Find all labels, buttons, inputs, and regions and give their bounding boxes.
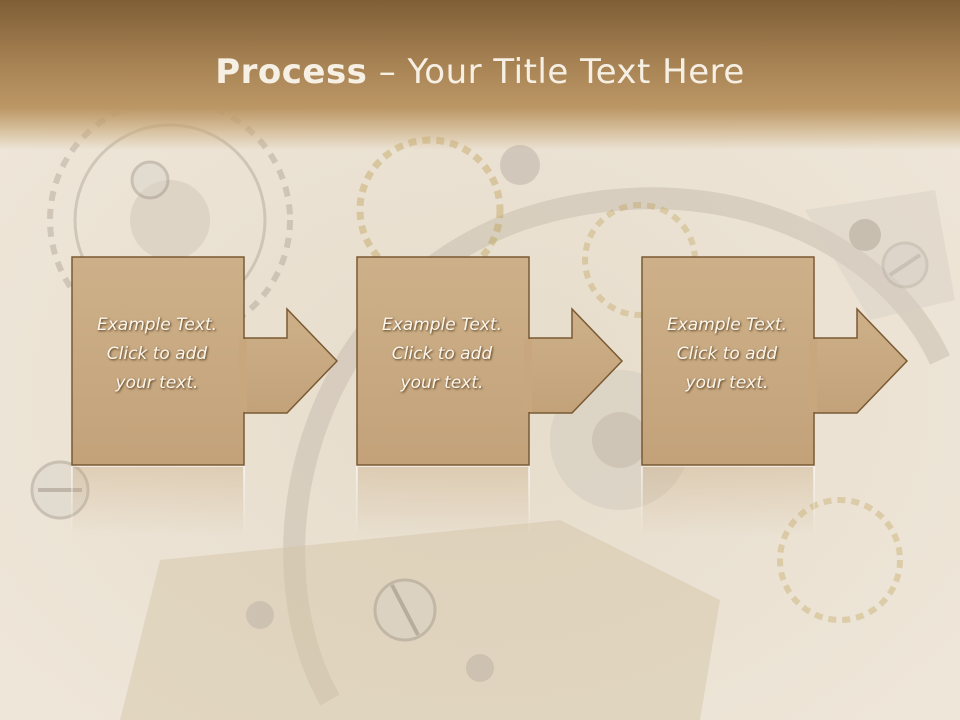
step-3-text[interactable]: Example Text. Click to add your text. — [642, 311, 812, 398]
step-3-line-1: Example Text. — [666, 315, 788, 335]
step-1-line-2: Click to add — [106, 344, 208, 364]
step-1-joint — [239, 339, 247, 412]
step-1[interactable] — [71, 256, 339, 537]
step-2-line-2: Click to add — [391, 344, 493, 364]
step-3-line-3: your text. — [685, 373, 769, 393]
title-bold: Process — [215, 52, 368, 92]
step-1-box — [71, 256, 245, 466]
step-1-text[interactable]: Example Text. Click to add your text. — [72, 311, 242, 398]
step-2[interactable] — [356, 256, 624, 537]
step-2-line-1: Example Text. — [381, 315, 503, 335]
step-3[interactable] — [641, 256, 909, 537]
step-3-arrow — [813, 307, 909, 414]
step-1-reflection — [71, 465, 245, 537]
title-bar — [0, 0, 960, 150]
step-2-text[interactable]: Example Text. Click to add your text. — [357, 311, 527, 398]
step-2-joint — [524, 339, 532, 412]
step-2-reflection — [356, 465, 530, 537]
step-3-joint — [809, 339, 817, 412]
slide-title[interactable]: Process – Your Title Text Here — [0, 52, 960, 92]
step-2-arrow — [528, 307, 624, 414]
step-1-line-3: your text. — [115, 373, 199, 393]
step-3-box — [641, 256, 815, 466]
title-rest: – Your Title Text Here — [367, 52, 745, 92]
step-3-line-2: Click to add — [676, 344, 778, 364]
step-1-line-1: Example Text. — [96, 315, 218, 335]
step-1-arrow — [243, 307, 339, 414]
step-2-line-3: your text. — [400, 373, 484, 393]
step-3-reflection — [641, 465, 815, 537]
